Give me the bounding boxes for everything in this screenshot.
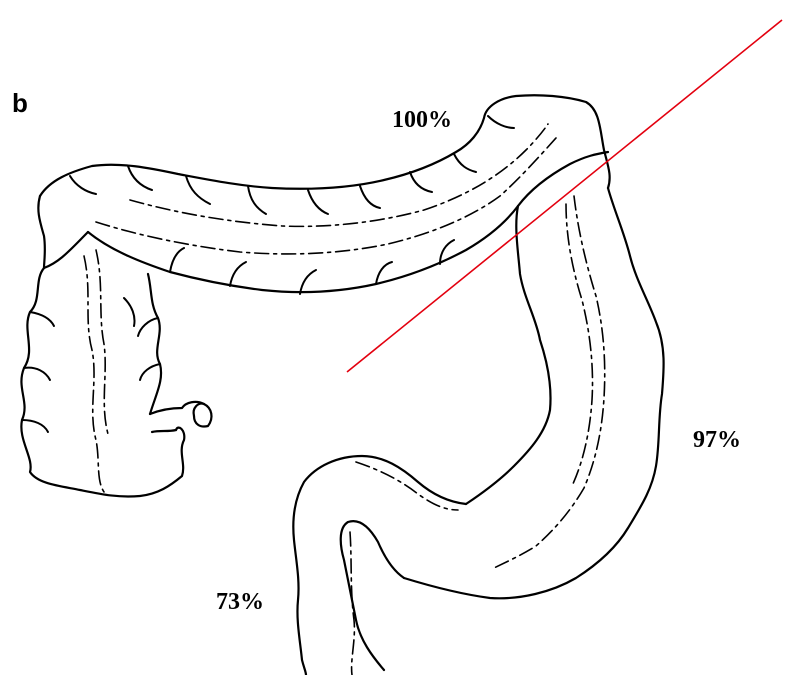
- ascending-colon: [21, 232, 211, 497]
- transverse-percentage: 100%: [392, 107, 452, 133]
- indicator-line: [347, 20, 782, 372]
- panel-label: b: [12, 88, 28, 118]
- sigmoid-colon: [293, 456, 466, 675]
- transverse-colon: [38, 95, 609, 294]
- sigmoid-percentage: 73%: [216, 589, 264, 615]
- descending-percentage: 97%: [693, 427, 741, 453]
